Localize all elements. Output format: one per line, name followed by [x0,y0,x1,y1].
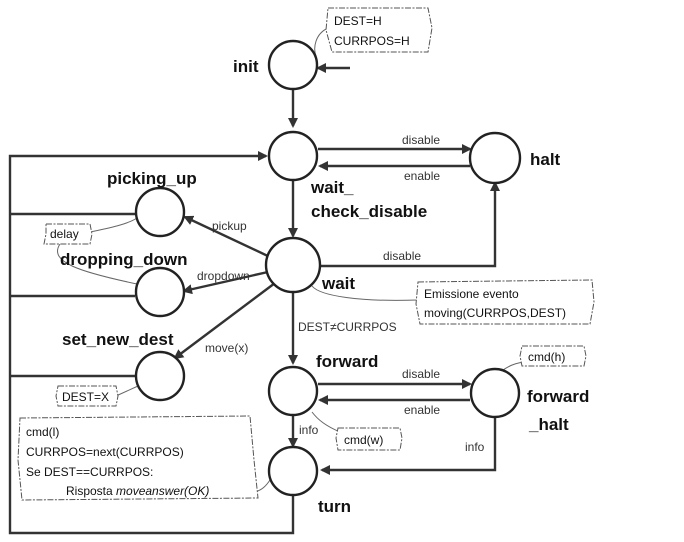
label-pickup: pickup [212,219,247,233]
edge-wait-to-pickingup [183,215,271,259]
label-forward: forward [316,352,378,371]
label-forward-halt-2: _halt [528,415,569,434]
note-cmd-h: cmd(h) [519,345,587,367]
label-halt: halt [530,150,561,169]
state-halt [468,131,522,185]
label-init: init [233,57,259,76]
note-delay: delay [43,223,93,245]
label-turn: turn [318,497,351,516]
note-emission-line1: Emissione evento [424,287,519,301]
label-wait-check-2: check_disable [311,202,427,221]
label-wait: wait [321,274,355,293]
note-cmd-w: cmd(w) [335,427,403,451]
label-enable-fwd: enable [404,403,440,417]
label-wait-check-1: wait_ [310,178,354,197]
note-dest-x-text: DEST=X [62,390,109,404]
edge-fwdhalt-to-turn [320,417,497,475]
state-forward [267,365,319,417]
edge-return-turn [8,151,295,535]
note-cmd-h-text: cmd(h) [528,350,565,364]
note-init-line2: CURRPOS=H [334,34,410,48]
label-dropping-down: dropping_down [60,250,187,269]
state-init [267,39,319,91]
connector-emission-note [311,285,419,301]
notes: DEST=H CURRPOS=H delay Emissione evento … [17,7,595,501]
transition-labels: disable enable disable pickup dropdown m… [197,133,485,454]
note-emission-line2: moving(CURRPOS,DEST) [424,306,566,320]
note-dest-x: DEST=X [55,385,119,407]
state-dropping-down [134,266,186,318]
label-info-left: info [299,423,319,437]
state-wait [264,236,322,294]
note-turn-line2: CURRPOS=next(CURRPOS) [26,445,184,459]
state-set-new-dest [134,350,186,402]
connector-destx-note [115,385,139,397]
note-delay-text: delay [50,227,79,241]
note-turn-line4-italic: moveanswer(OK) [116,484,209,498]
edge-wait-to-halt [318,181,500,268]
connector-init-note [314,27,329,57]
connector-delay-note [57,243,138,285]
label-info-right: info [465,440,485,454]
note-turn: cmd(l) CURRPOS=next(CURRPOS) Se DEST==CU… [17,415,259,501]
note-init-line1: DEST=H [334,14,382,28]
label-disable-top: disable [402,133,440,147]
note-turn-line3: Se DEST==CURRPOS: [26,465,153,479]
label-picking-up: picking_up [107,169,197,188]
label-set-new-dest: set_new_dest [62,330,174,349]
edge-wait-to-setnewdest [173,282,276,360]
note-turn-line1: cmd(l) [26,425,59,439]
state-wait-check-disable [267,130,319,182]
state-picking-up [134,186,186,238]
label-forward-halt-1: forward [527,387,589,406]
label-move: move(x) [205,341,248,355]
edges [8,63,500,535]
note-emission: Emissione evento moving(CURRPOS,DEST) [415,279,595,325]
state-turn [267,445,319,497]
note-init: DEST=H CURRPOS=H [325,7,433,53]
note-cmd-w-text: cmd(w) [344,433,383,447]
label-disable-fwd: disable [402,367,440,381]
connector-cmdw-note [311,411,341,433]
label-dropdown: dropdown [197,269,250,283]
label-dest-neq: DEST≠CURRPOS [298,320,397,334]
connector-delay-pickup [89,217,138,233]
states [134,39,522,497]
state-labels: init wait_ check_disable halt picking_up… [60,57,589,516]
label-enable-top: enable [404,169,440,183]
state-forward-halt [469,367,521,419]
note-turn-line4: Risposta moveanswer(OK) [66,484,209,498]
label-disable-wait: disable [383,249,421,263]
note-turn-line4-plain: Risposta [66,484,116,498]
edge-wait-to-droppingdown [182,270,269,295]
